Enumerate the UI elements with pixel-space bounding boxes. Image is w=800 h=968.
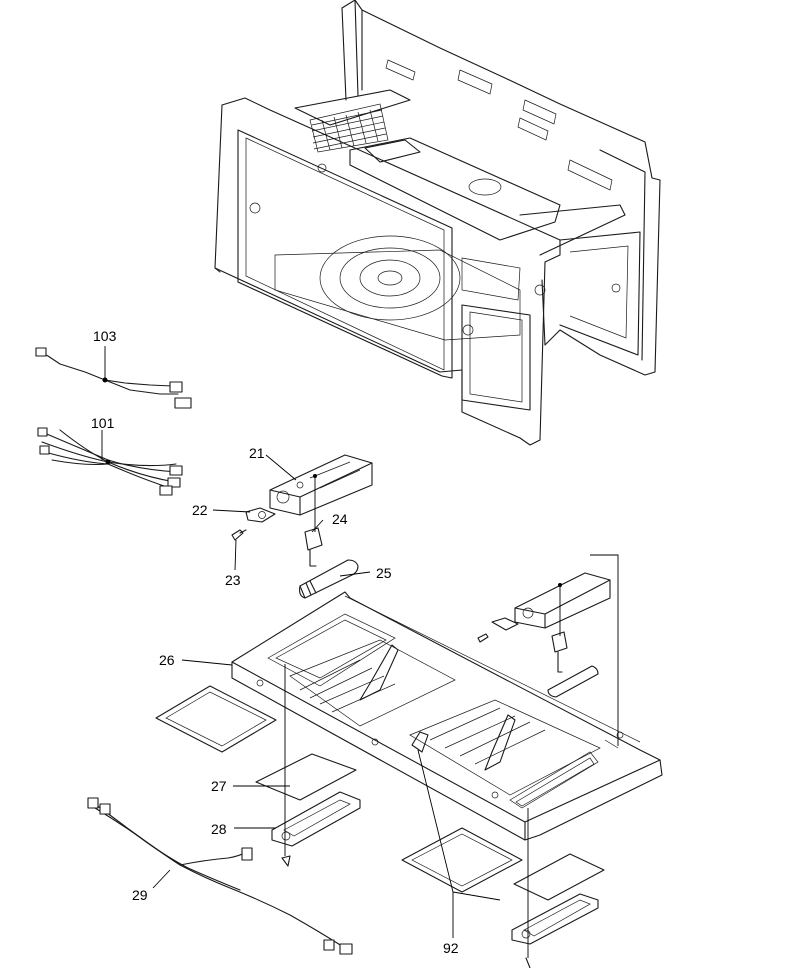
lamp-assembly-left bbox=[231, 454, 373, 599]
callout-92: 92 bbox=[443, 940, 459, 956]
lamp-cover-right bbox=[511, 893, 599, 968]
top-vent-grid bbox=[311, 109, 387, 151]
callout-25: 25 bbox=[376, 565, 392, 581]
callout-103: 103 bbox=[93, 328, 117, 344]
callout-22: 22 bbox=[192, 502, 208, 518]
callouts: 103 101 21 22 24 23 25 26 27 28 29 92 bbox=[91, 328, 459, 956]
callout-21: 21 bbox=[249, 445, 265, 461]
filter-92 bbox=[401, 827, 523, 893]
leader-lines bbox=[101, 346, 619, 938]
leader-25 bbox=[339, 571, 371, 577]
callout-24: 24 bbox=[332, 511, 348, 527]
leader-23 bbox=[234, 539, 237, 571]
cavity-assembly bbox=[214, 0, 661, 446]
harness-29 bbox=[87, 797, 353, 955]
lamp-cover-left bbox=[271, 791, 361, 867]
bottom-plate bbox=[231, 591, 663, 841]
harness-101 bbox=[37, 427, 183, 496]
leader-29 bbox=[152, 869, 171, 889]
harness-103 bbox=[35, 347, 192, 409]
leader-92 bbox=[417, 749, 501, 938]
callout-23: 23 bbox=[225, 572, 241, 588]
leader-26 bbox=[181, 659, 233, 666]
lamp-assembly-right bbox=[477, 572, 611, 698]
leader-22 bbox=[212, 509, 251, 513]
callout-26: 26 bbox=[159, 652, 175, 668]
callout-28: 28 bbox=[211, 821, 227, 837]
filter-right-lower bbox=[513, 853, 605, 901]
callout-29: 29 bbox=[132, 887, 148, 903]
charcoal-filter-left bbox=[155, 685, 277, 753]
callout-101: 101 bbox=[91, 415, 115, 431]
callout-27: 27 bbox=[211, 778, 227, 794]
leader-right-bracket bbox=[590, 554, 619, 746]
leader-24 bbox=[311, 519, 324, 533]
leader-21 bbox=[265, 454, 297, 481]
